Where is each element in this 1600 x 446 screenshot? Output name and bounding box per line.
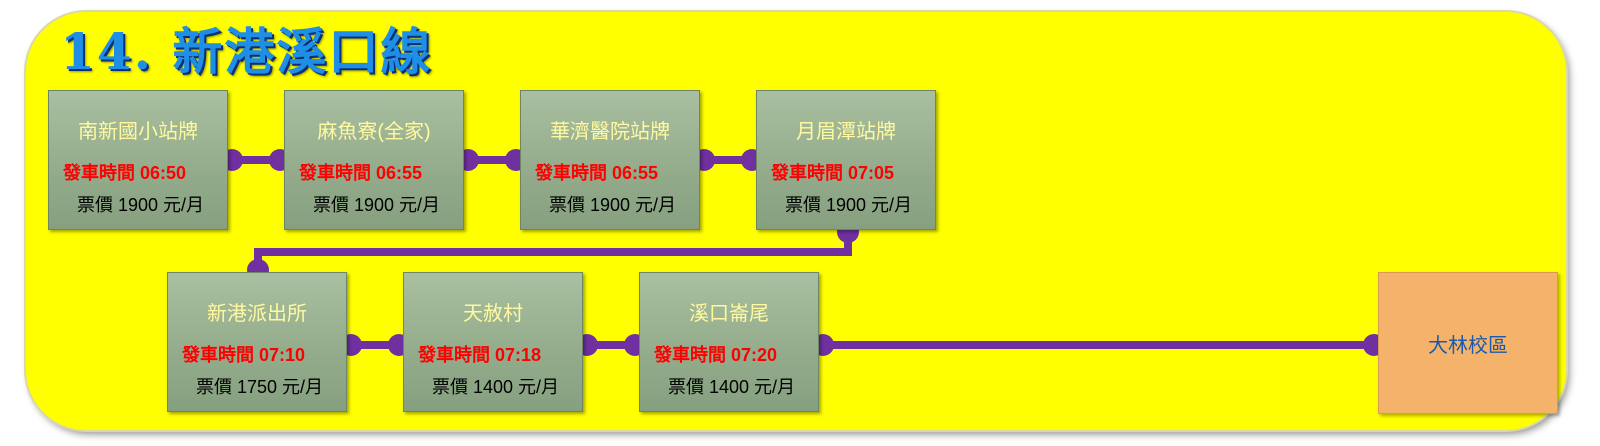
departure-time: 發車時間 06:50: [63, 163, 187, 183]
monthly-fare: 票價 1900 元/月: [785, 195, 913, 215]
stop-name: 南新國小站牌: [78, 121, 198, 143]
stop-name: 天赦村: [463, 303, 523, 325]
stop-name: 麻魚寮(全家): [317, 121, 431, 143]
monthly-fare: 票價 1900 元/月: [313, 195, 441, 215]
connector-row-transfer: [254, 230, 852, 272]
monthly-fare: 票價 1750 元/月: [196, 377, 324, 397]
departure-time: 發車時間 07:05: [771, 163, 895, 183]
monthly-fare: 票價 1900 元/月: [77, 195, 205, 215]
departure-time: 發車時間 06:55: [299, 163, 423, 183]
stop-name: 華濟醫院站牌: [550, 121, 670, 143]
stop-xingang-police: 新港派出所 發車時間 07:10 票價 1750 元/月: [167, 272, 347, 412]
stop-xikou-lunwei: 溪口崙尾 發車時間 07:20 票價 1400 元/月: [639, 272, 819, 412]
stop-name: 新港派出所: [207, 303, 307, 325]
route-title: 14. 新港溪口線: [60, 22, 433, 81]
stop-name: 溪口崙尾: [689, 303, 769, 325]
departure-time: 發車時間 07:10: [182, 345, 306, 365]
departure-time: 發車時間 06:55: [535, 163, 659, 183]
stop-name: 月眉潭站牌: [796, 121, 896, 143]
destination-dalin-campus: 大林校區: [1378, 272, 1558, 414]
monthly-fare: 票價 1400 元/月: [432, 377, 560, 397]
departure-time: 發車時間 07:18: [418, 345, 542, 365]
stop-yuemeitan: 月眉潭站牌 發車時間 07:05 票價 1900 元/月: [756, 90, 936, 230]
departure-time: 發車時間 07:20: [654, 345, 778, 365]
stop-huaji-hospital: 華濟醫院站牌 發車時間 06:55 票價 1900 元/月: [520, 90, 700, 230]
monthly-fare: 票價 1400 元/月: [668, 377, 796, 397]
monthly-fare: 票價 1900 元/月: [549, 195, 677, 215]
destination-name: 大林校區: [1428, 335, 1508, 357]
stop-tianshe-village: 天赦村 發車時間 07:18 票價 1400 元/月: [403, 272, 583, 412]
stop-mayuliao: 麻魚寮(全家) 發車時間 06:55 票價 1900 元/月: [284, 90, 464, 230]
stop-nanxin-elementary: 南新國小站牌 發車時間 06:50 票價 1900 元/月: [48, 90, 228, 230]
